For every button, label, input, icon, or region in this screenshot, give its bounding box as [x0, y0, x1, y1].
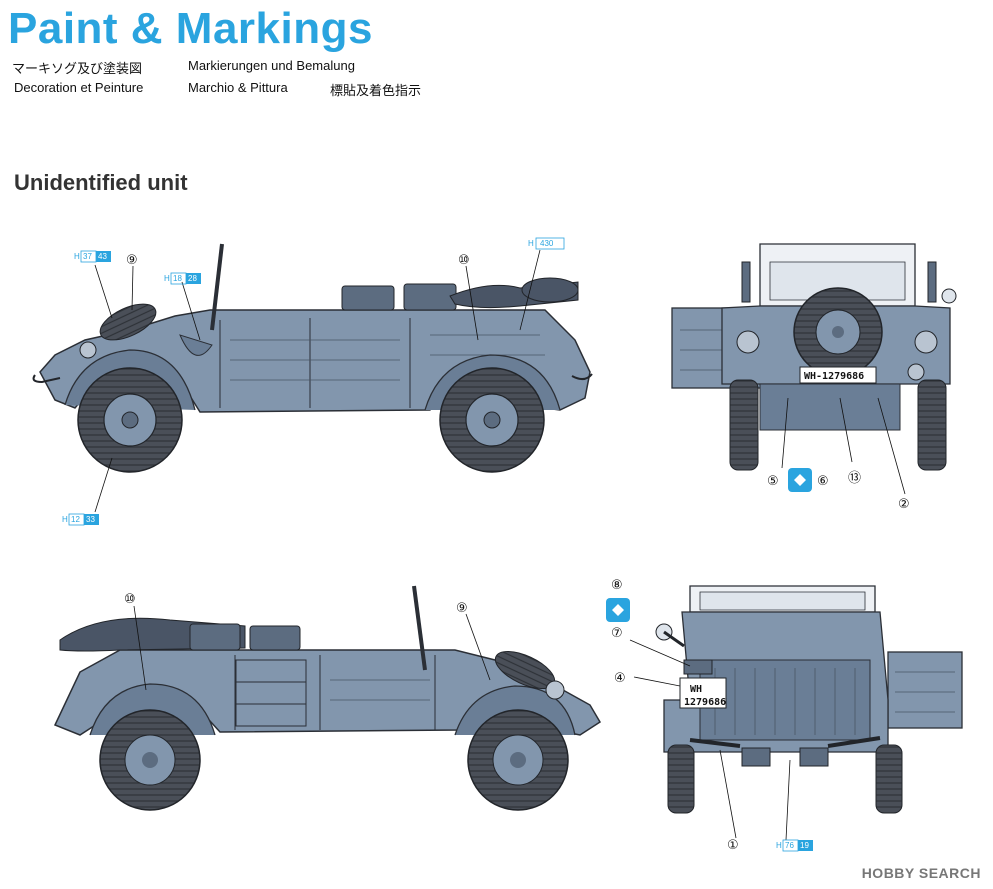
side-view-left [32, 243, 593, 513]
page-title: Paint & Markings [8, 4, 373, 53]
svg-text:37: 37 [83, 252, 92, 261]
spare-tire [99, 303, 157, 341]
callout-1: ① [727, 838, 739, 853]
callout-10-top: ⑩ [458, 253, 470, 268]
rear-view-bottom [629, 585, 963, 841]
paint-code-3: H 430 [528, 237, 565, 250]
svg-text:12: 12 [71, 515, 80, 524]
callout-10-bottom: ⑩ [124, 592, 136, 607]
watermark: HOBBY SEARCH [861, 865, 981, 881]
callout-4: ④ [614, 671, 626, 686]
rear-view-top [671, 243, 957, 495]
paint-code-1: H 37 43 [74, 250, 111, 263]
decal-direction-icon-top [788, 468, 812, 492]
svg-text:H: H [62, 515, 68, 524]
subtitle-italian: Marchio & Pittura [188, 80, 288, 95]
callout-13: ⑬ [848, 471, 861, 486]
paint-code-2: H 18 28 [164, 272, 201, 285]
callout-6: ⑥ [817, 474, 829, 489]
subtitle-japanese: マーキソグ及び塗装図 [12, 61, 143, 76]
svg-text:H: H [776, 841, 782, 850]
svg-text:76: 76 [785, 841, 794, 850]
front-plate-text: WH-1279686 [804, 371, 864, 382]
callout-9-bottom: ⑨ [456, 601, 468, 616]
rear-plate-line2: 1279686 [684, 697, 726, 708]
unit-title: Unidentified unit [14, 170, 188, 195]
svg-text:H: H [164, 274, 170, 283]
svg-text:430: 430 [540, 239, 554, 248]
svg-text:43: 43 [98, 252, 107, 261]
svg-text:H: H [74, 252, 80, 261]
callout-8: ⑧ [611, 578, 623, 593]
svg-text:28: 28 [188, 274, 197, 283]
svg-text:18: 18 [173, 274, 182, 283]
subtitle-chinese: 標貼及着色指示 [330, 83, 422, 98]
decal-direction-icon-bottom [606, 598, 630, 622]
callout-7: ⑦ [611, 626, 623, 641]
rear-plate-line1: WH [690, 684, 702, 695]
paint-code-5: H 76 19 [776, 839, 813, 852]
subtitle-french: Decoration et Peinture [14, 80, 144, 95]
subtitle-german: Markierungen und Bemalung [188, 58, 355, 73]
callout-5: ⑤ [767, 474, 779, 489]
svg-text:H: H [528, 239, 534, 248]
side-view-right [53, 585, 602, 811]
callout-9-top: ⑨ [126, 253, 138, 268]
svg-text:33: 33 [86, 515, 95, 524]
paint-code-4: H 12 33 [62, 513, 99, 526]
callout-2: ② [898, 497, 910, 512]
svg-text:19: 19 [800, 841, 809, 850]
